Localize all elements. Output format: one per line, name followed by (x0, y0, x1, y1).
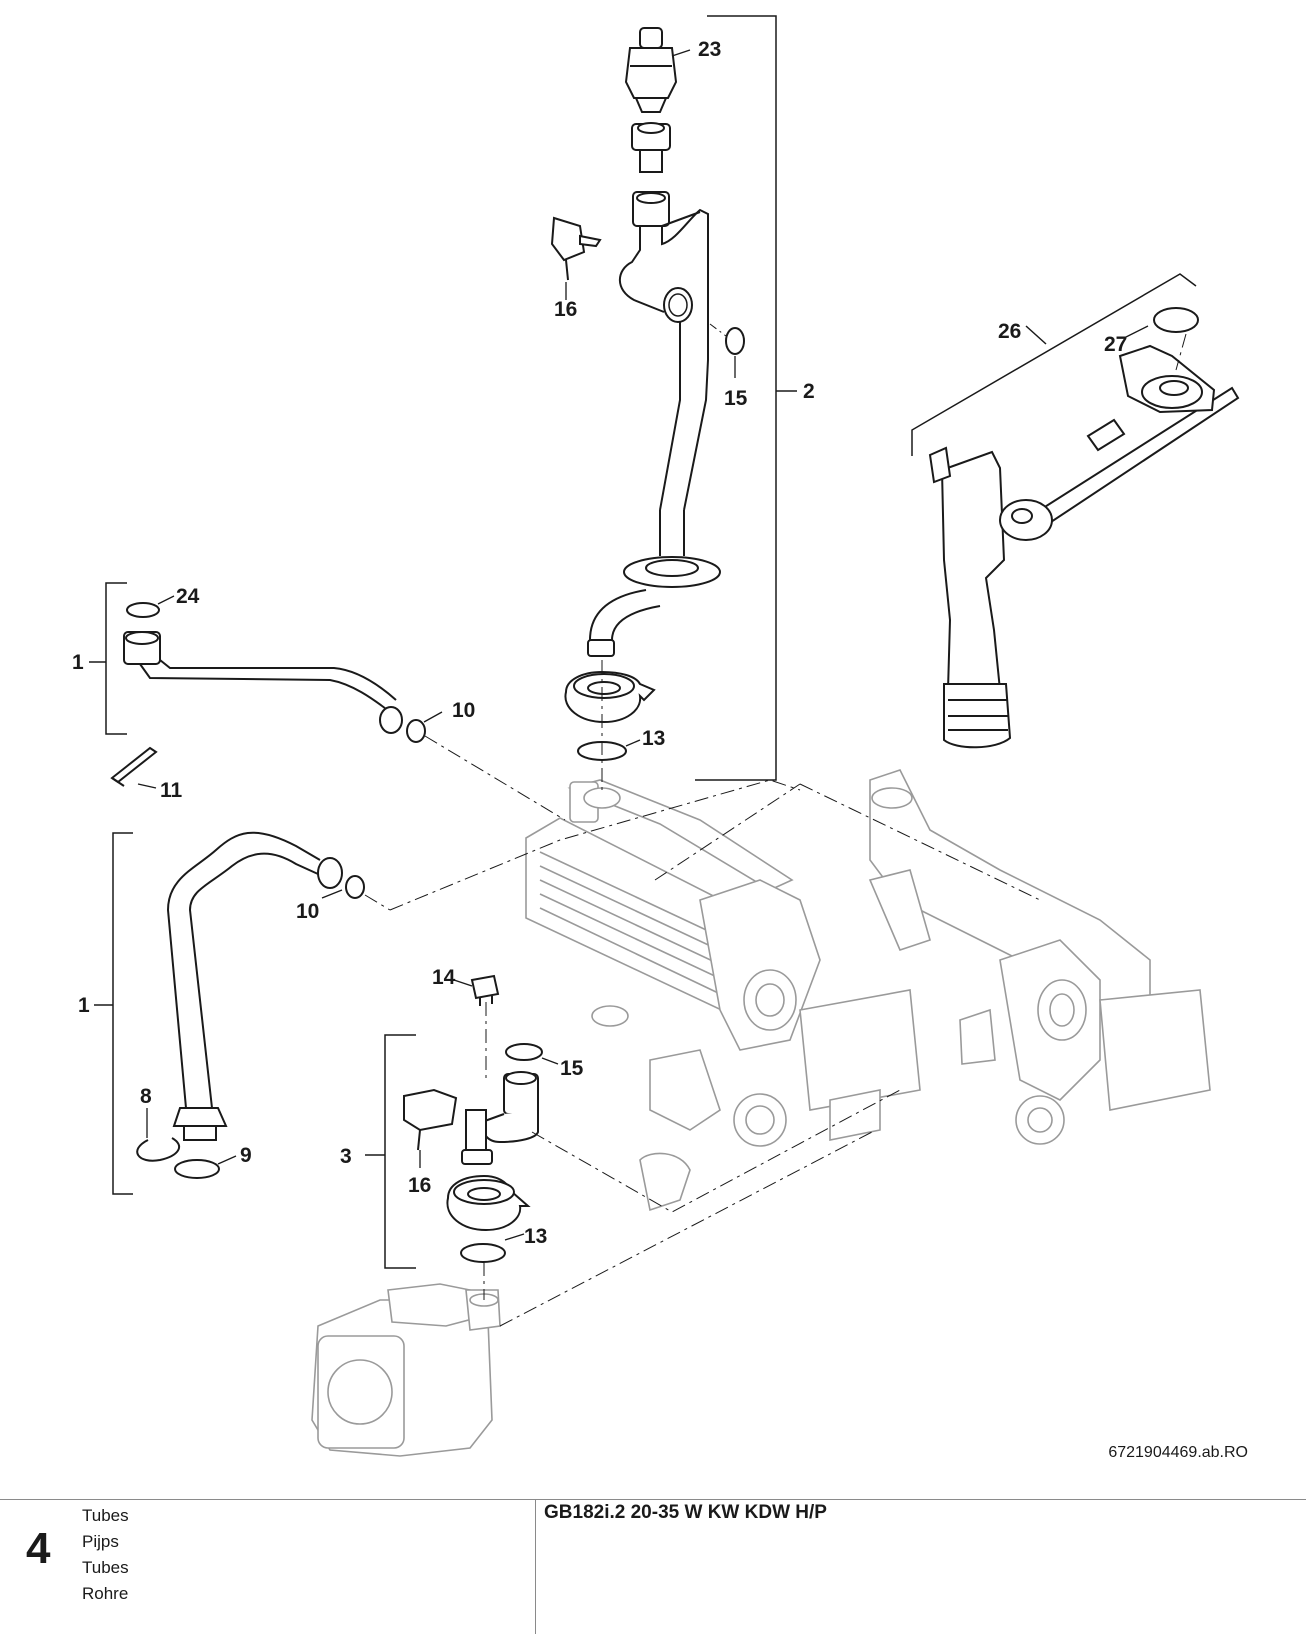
callout-3: 3 (340, 1145, 352, 1168)
pipe-lower-left (166, 831, 343, 1141)
callout-1-lower: 1 (78, 994, 90, 1017)
assembly-leader-lines (364, 333, 1187, 1327)
callout-13-upper: 13 (642, 727, 665, 750)
bracket-group-1-upper (89, 582, 127, 735)
callout-15-upper: 15 (724, 387, 748, 410)
seal-ring-24 (126, 602, 160, 618)
callout-16-upper: 16 (554, 298, 577, 321)
pipe-connector-collar (663, 287, 693, 323)
seal-ring-27 (1153, 307, 1199, 333)
pipe-clip-upper (550, 216, 602, 281)
page-number: 4 (26, 1524, 51, 1573)
callout-9: 9 (240, 1144, 252, 1167)
quick-connector-lower (446, 1174, 531, 1232)
union-nut (631, 122, 671, 173)
bracket-group-26 (911, 273, 1197, 456)
bracket-group-2 (695, 15, 797, 781)
bracket-group-3 (365, 1034, 416, 1269)
seal-ring-10-upper (406, 719, 426, 743)
manifold-right (868, 769, 1211, 1145)
pipe-upper-left (123, 631, 403, 734)
document-code: 6721904469.ab.RO (1108, 1444, 1248, 1461)
callout-23: 23 (698, 38, 721, 61)
callout-15-lower: 15 (560, 1057, 584, 1080)
air-vent-valve (624, 27, 678, 113)
callout-26: 26 (998, 320, 1021, 343)
callout-13-lower: 13 (524, 1225, 547, 1248)
callout-24: 24 (176, 585, 200, 608)
callout-leaders (137, 49, 1149, 1241)
elbow-pipe-3 (461, 1071, 539, 1165)
callout-16-lower: 16 (408, 1174, 431, 1197)
upper-pipe-assembly (618, 191, 709, 556)
heat-exchanger-and-manifold (525, 779, 921, 1212)
circlip-lower (460, 1243, 506, 1263)
callout-1-upper: 1 (72, 651, 84, 674)
callout-27: 27 (1104, 333, 1127, 356)
callout-14: 14 (432, 966, 456, 989)
pipe-flange (587, 556, 721, 657)
callout-8: 8 (140, 1085, 152, 1108)
condensate-siphon (928, 344, 1240, 749)
snap-ring-8 (136, 1137, 181, 1162)
section-titles: Tubes Pijps Tubes Rohre (82, 1503, 129, 1607)
page-footer: 4 Tubes Pijps Tubes Rohre GB182i.2 20-35… (0, 1499, 1306, 1634)
callout-2: 2 (803, 380, 815, 403)
pipe-clip-16-lower (403, 1088, 458, 1151)
seal-ring-9 (174, 1159, 220, 1179)
footer-divider (535, 1500, 536, 1634)
connector-bracket-14 (470, 974, 500, 1006)
callout-10-upper: 10 (452, 699, 475, 722)
callout-11: 11 (160, 779, 183, 802)
seal-ring-10-lower (345, 875, 365, 899)
o-ring-upper (725, 327, 745, 355)
title-en: Tubes (82, 1506, 129, 1525)
bracket-group-1-lower (94, 832, 133, 1195)
title-de: Rohre (82, 1584, 129, 1603)
circulation-pump (311, 1283, 501, 1457)
title-fr: Tubes (82, 1558, 129, 1577)
spring-clip-11 (110, 746, 158, 787)
model-name: GB182i.2 20-35 W KW KDW H/P (544, 1502, 827, 1523)
callout-10-lower: 10 (296, 900, 319, 923)
o-ring-15-lower (505, 1043, 543, 1061)
quick-connector-upper (564, 670, 656, 724)
callout-numbers: 23 16 15 2 26 27 24 1 10 13 11 10 14 1 1… (72, 38, 1127, 1248)
pipe-connector-ring (668, 293, 688, 317)
title-nl: Pijps (82, 1532, 119, 1551)
exploded-parts-diagram: 23 16 15 2 26 27 24 1 10 13 11 10 14 1 1… (72, 15, 1240, 1457)
